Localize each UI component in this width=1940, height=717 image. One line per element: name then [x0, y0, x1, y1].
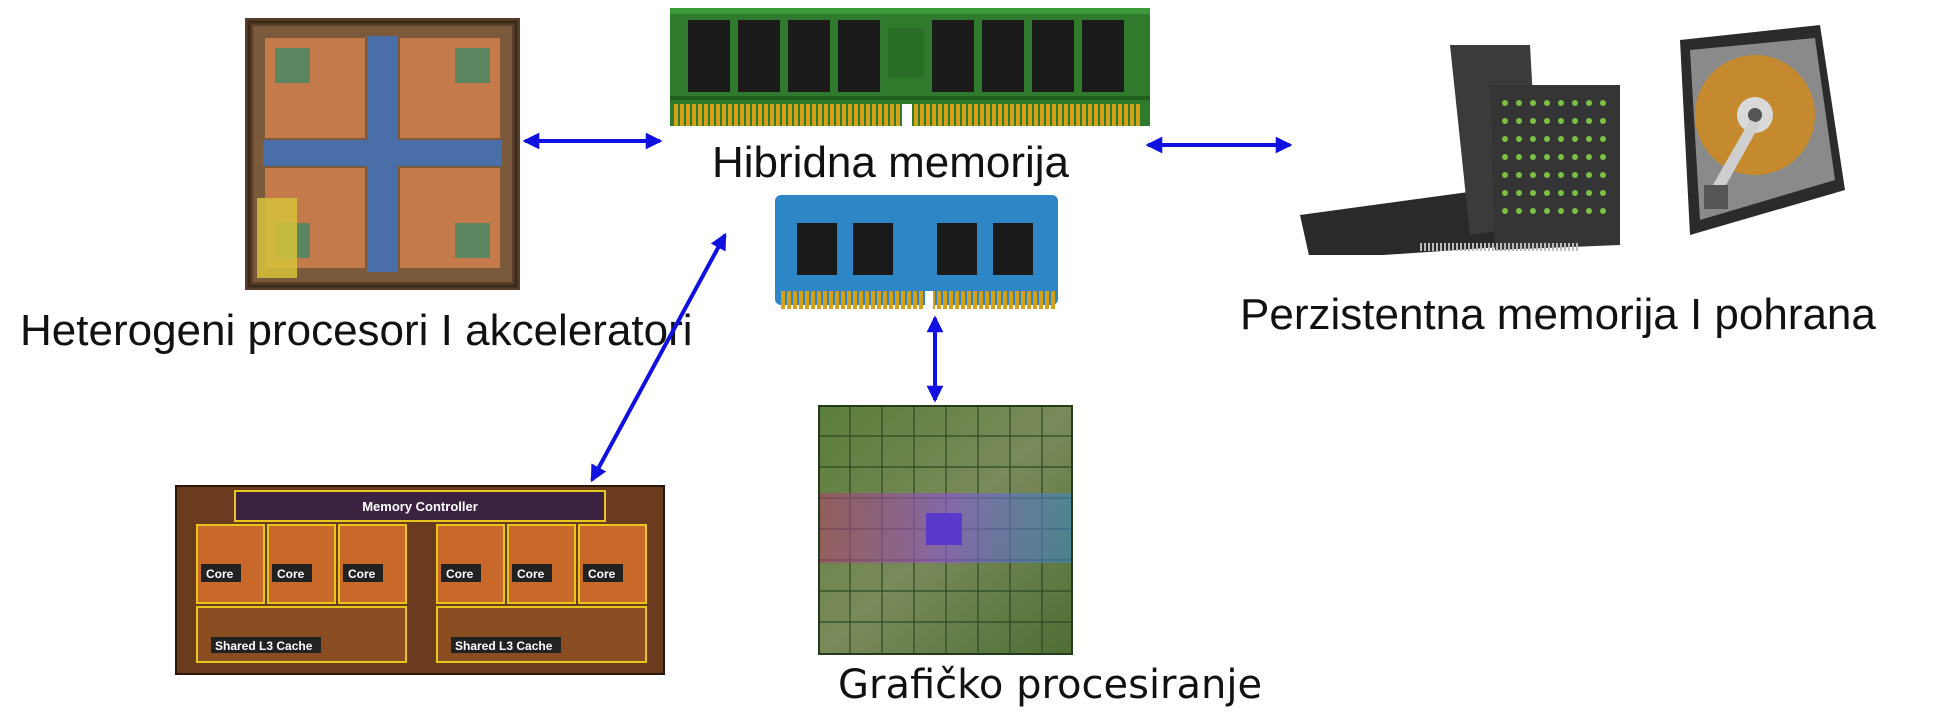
multicore-cpu-die-image: Memory Controller Core Core Core Core Co…	[175, 485, 665, 675]
core-label: Core	[446, 567, 474, 581]
core-label: Core	[348, 567, 376, 581]
shared-l3-cache-label: Shared L3 Cache	[215, 639, 313, 653]
gpu-die-image	[818, 405, 1073, 655]
hybrid-memory-label: Hibridna memorija	[712, 138, 1070, 187]
processor-die-image	[245, 18, 520, 290]
processors-label: Heterogeni procesori I akceleratori	[20, 306, 693, 355]
core-label: Core	[588, 567, 616, 581]
ram-module-image	[670, 8, 1150, 126]
hard-disk-image	[1620, 20, 1850, 245]
memory-chips-image	[1300, 45, 1620, 255]
persistent-storage-label: Perzistentna memorija I pohrana	[1240, 290, 1876, 339]
memory-controller-label: Memory Controller	[362, 499, 478, 514]
shared-l3-cache-label: Shared L3 Cache	[455, 639, 553, 653]
core-label: Core	[206, 567, 234, 581]
core-label: Core	[517, 567, 545, 581]
core-label: Core	[277, 567, 305, 581]
arrow-cpu-to-memory	[590, 232, 727, 483]
graphics-processing-label: Grafičko procesiranje	[838, 662, 1263, 708]
sodimm-module-image	[775, 195, 1058, 315]
